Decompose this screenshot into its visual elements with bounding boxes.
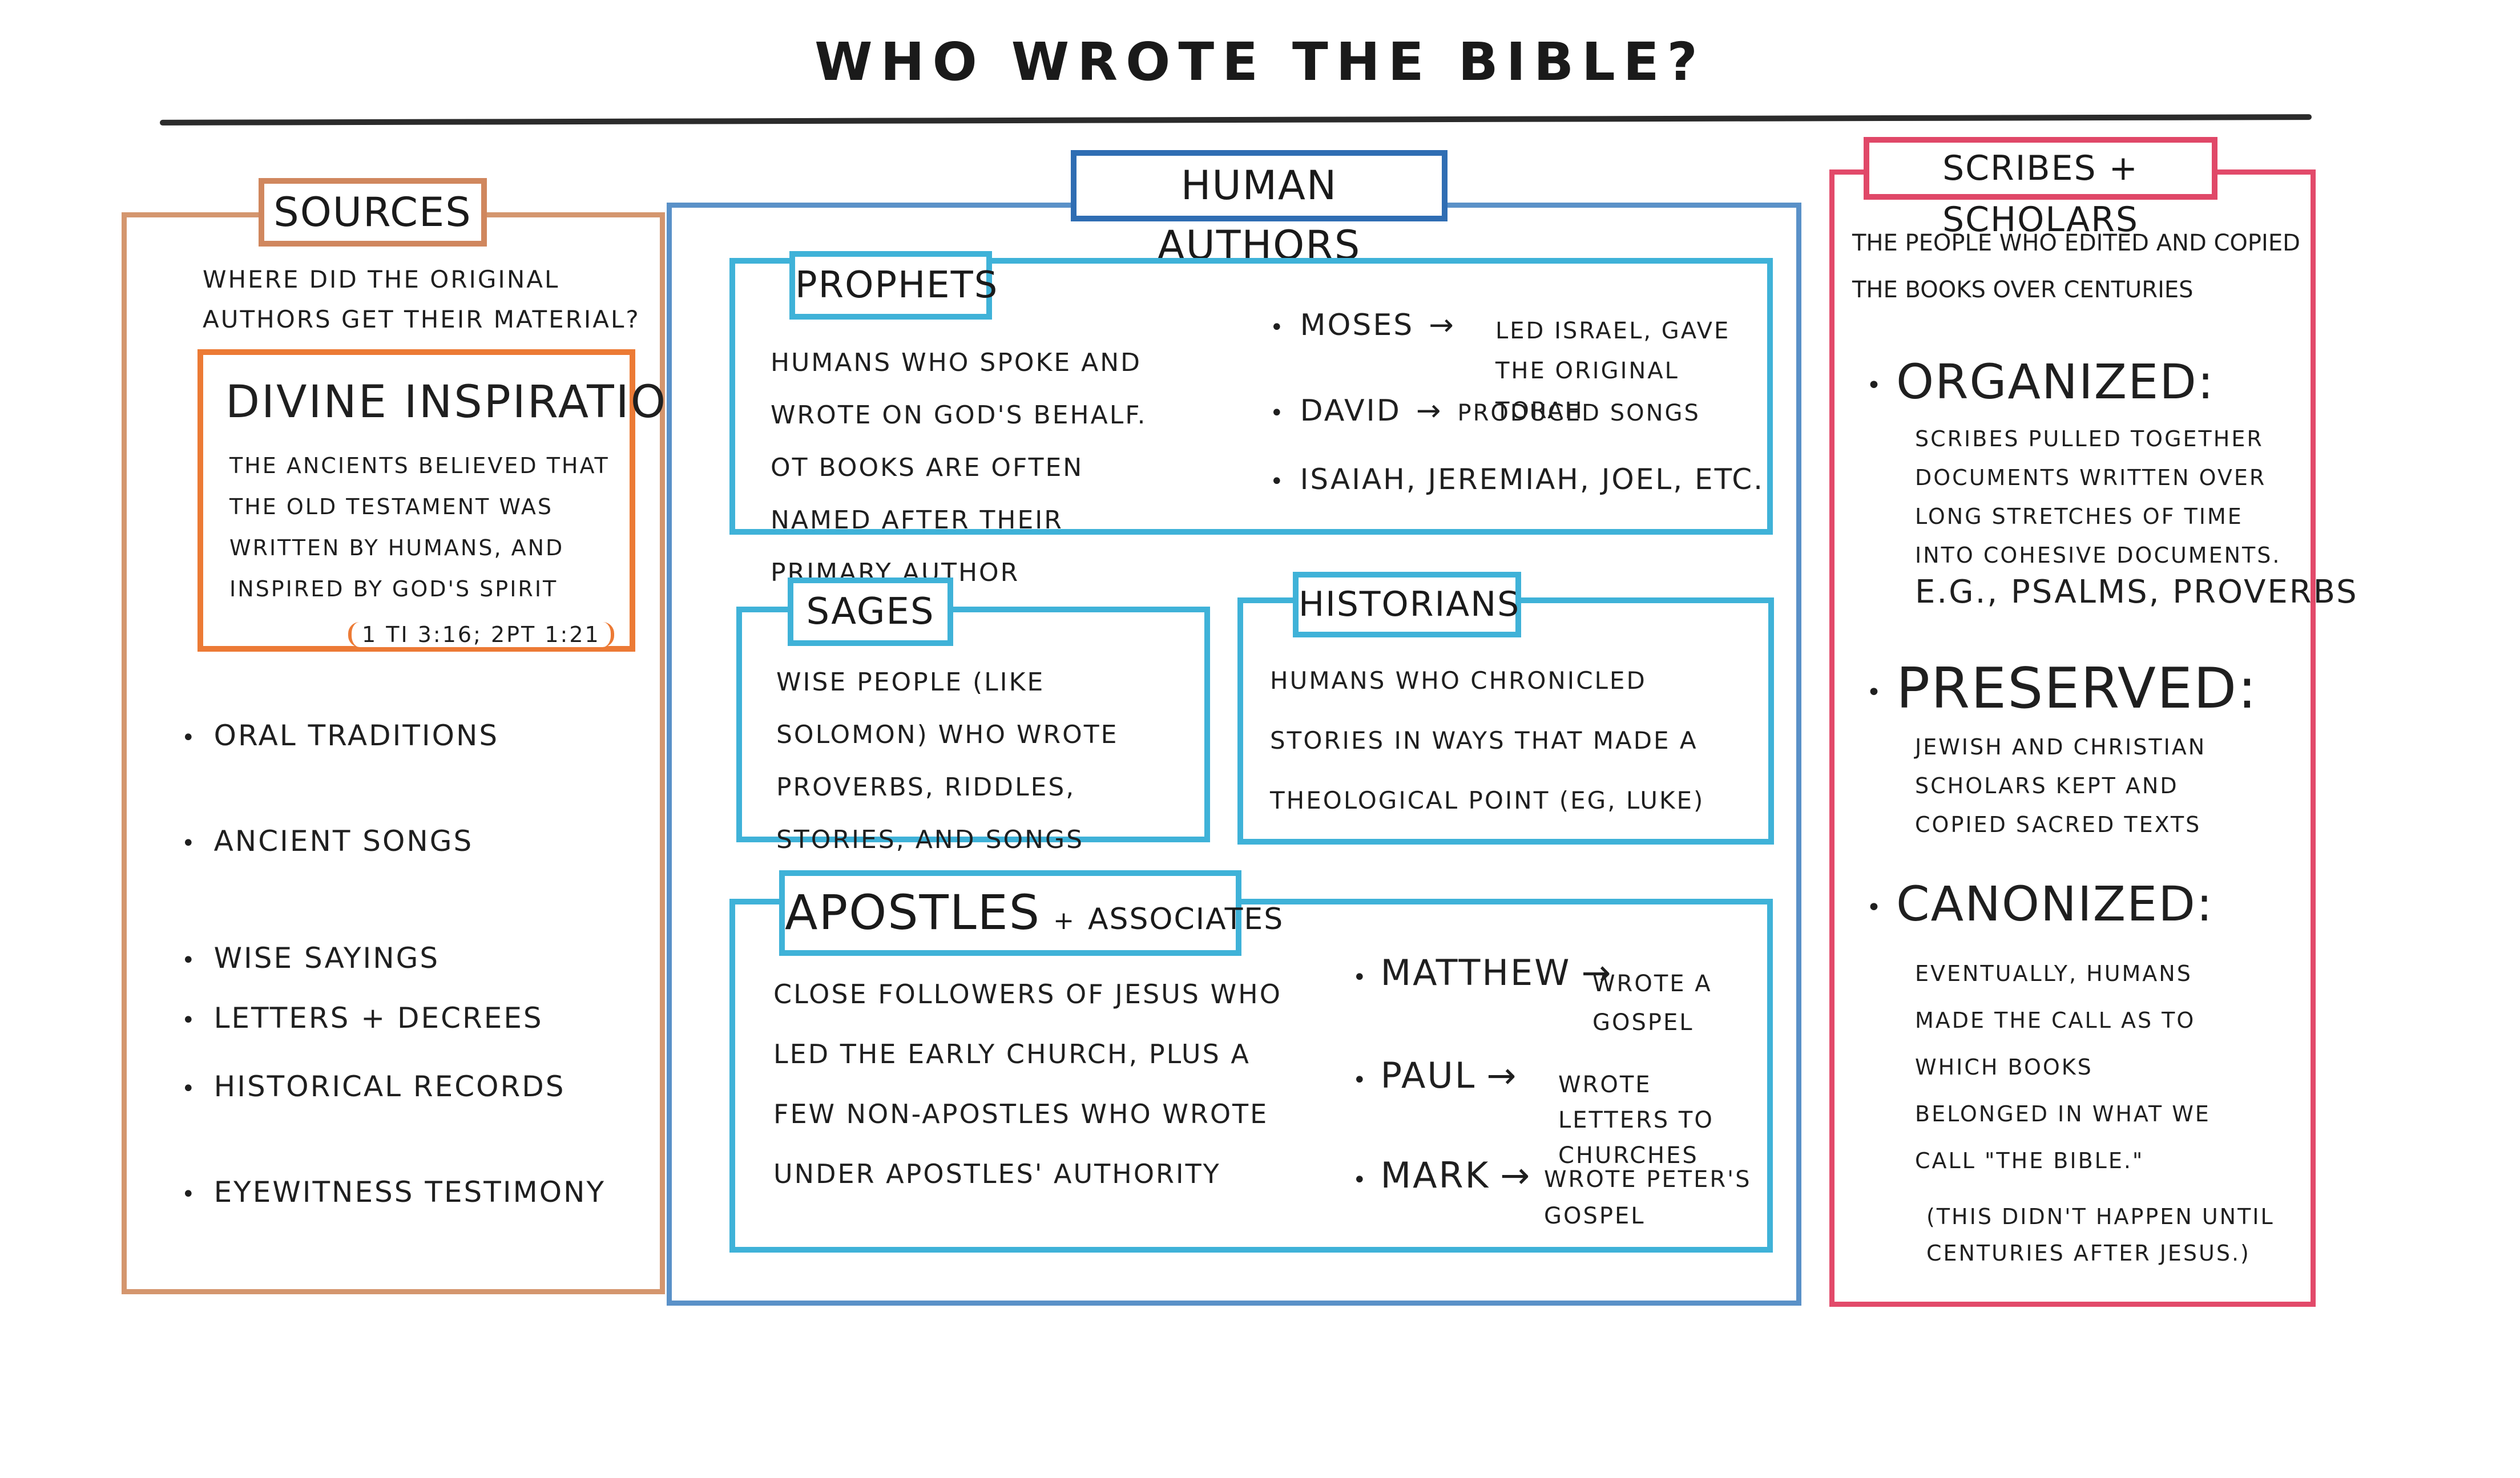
example-name: MOSES bbox=[1300, 308, 1414, 342]
source-item: ORAL TRADITIONS bbox=[182, 719, 499, 752]
apostles-heading: APOSTLES + ASSOCIATES bbox=[779, 870, 1283, 956]
divine-inspiration-body: THE ANCIENTS BELIEVED THAT THE OLD TESTA… bbox=[229, 453, 610, 601]
apostle-example-mark: •MARK→ bbox=[1353, 1154, 1532, 1196]
sources-panel bbox=[122, 212, 665, 1294]
apostle-example-paul: •PAUL→ bbox=[1353, 1055, 1518, 1096]
example-name: DAVID bbox=[1300, 394, 1401, 428]
source-item: EYEWITNESS TESTIMONY bbox=[182, 1176, 606, 1209]
point-heading-text: CANONIZED: bbox=[1896, 876, 2214, 932]
scribes-point-heading: •CANONIZED: bbox=[1866, 876, 2214, 932]
point-heading-text: PRESERVED: bbox=[1896, 656, 2258, 721]
scribes-point-note: (THIS DIDN'T HAPPEN UNTIL CENTURIES AFTE… bbox=[1926, 1204, 2275, 1266]
prophet-example-david: •DAVID→PRODUCED SONGS bbox=[1270, 394, 1700, 428]
divine-inspiration-citation: 1 TI 3:16; 2PT 1:21 bbox=[348, 622, 614, 647]
prophets-description: HUMANS WHO SPOKE AND WROTE ON GOD'S BEHA… bbox=[771, 348, 1147, 587]
source-item: ANCIENT SONGS bbox=[182, 825, 473, 858]
apostles-heading-main: APOSTLES bbox=[785, 885, 1041, 940]
human-authors-heading: HUMAN AUTHORS bbox=[1071, 150, 1448, 269]
sources-question: WHERE DID THE ORIGINAL AUTHORS GET THEIR… bbox=[203, 265, 640, 333]
scribes-point-body: JEWISH AND CHRISTIAN SCHOLARS KEPT AND C… bbox=[1915, 734, 2207, 837]
scribes-description: THE PEOPLE WHO EDITED AND COPIED THE BOO… bbox=[1852, 230, 2300, 303]
historians-description: HUMANS WHO CHRONICLED STORIES IN WAYS TH… bbox=[1270, 667, 1705, 814]
divine-inspiration-title: DIVINE INSPIRATION: bbox=[225, 377, 719, 428]
scribes-point-heading: •ORGANIZED: bbox=[1866, 354, 2215, 410]
sages-description: WISE PEOPLE (LIKE SOLOMON) WHO WROTE PRO… bbox=[776, 668, 1119, 854]
apostle-example-matthew: •MATTHEW→ bbox=[1353, 952, 1613, 994]
example-name: PAUL bbox=[1380, 1055, 1477, 1096]
scribes-point-heading: •PRESERVED: bbox=[1866, 656, 2258, 721]
apostles-heading-small: ASSOCIATES bbox=[1087, 902, 1284, 936]
prophet-example-moses: •MOSES→ bbox=[1270, 308, 1455, 342]
source-item: WISE SAYINGS bbox=[182, 942, 440, 975]
scribes-point-example: E.G., PSALMS, PROVERBS bbox=[1915, 574, 2358, 611]
example-name: MATTHEW bbox=[1380, 952, 1571, 994]
example-note: WROTE A GOSPEL bbox=[1592, 971, 1712, 1036]
sources-heading: SOURCES bbox=[259, 178, 487, 247]
prophets-heading: PROPHETS bbox=[789, 251, 997, 320]
apostles-description: CLOSE FOLLOWERS OF JESUS WHO LED THE EAR… bbox=[773, 979, 1282, 1189]
example-note: LED ISRAEL, GAVE THE ORIGINAL TORAH bbox=[1495, 318, 1731, 424]
apostles-heading-amp: + bbox=[1053, 906, 1075, 935]
scribes-panel bbox=[1829, 169, 2316, 1307]
example-name: MARK bbox=[1380, 1154, 1490, 1196]
historians-heading: HISTORIANS bbox=[1293, 572, 1521, 637]
apostles-box bbox=[729, 899, 1773, 1253]
example-note: WROTE LETTERS TO CHURCHES bbox=[1558, 1072, 1714, 1169]
scribes-point-body: EVENTUALLY, HUMANS MADE THE CALL AS TO W… bbox=[1915, 961, 2211, 1173]
divine-inspiration-box bbox=[197, 349, 635, 652]
prophet-example-others: •ISAIAH, JEREMIAH, JOEL, ETC. bbox=[1270, 463, 1765, 496]
sages-heading: SAGES bbox=[788, 578, 953, 646]
example-note: PRODUCED SONGS bbox=[1457, 400, 1700, 426]
scribes-heading: SCRIBES + SCHOLARS bbox=[1864, 137, 2217, 240]
example-note: WROTE PETER'S GOSPEL bbox=[1544, 1166, 1752, 1229]
page-title: WHO WROTE THE BIBLE? bbox=[815, 31, 1705, 92]
source-item: LETTERS + DECREES bbox=[182, 1002, 543, 1035]
historians-box bbox=[1237, 597, 1774, 845]
point-heading-text: ORGANIZED: bbox=[1896, 354, 2215, 410]
source-item: HISTORICAL RECORDS bbox=[182, 1070, 566, 1103]
scribes-point-body: SCRIBES PULLED TOGETHER DOCUMENTS WRITTE… bbox=[1915, 426, 2281, 568]
example-name: ISAIAH, JEREMIAH, JOEL, ETC. bbox=[1300, 463, 1765, 496]
title-underline bbox=[159, 114, 2312, 126]
